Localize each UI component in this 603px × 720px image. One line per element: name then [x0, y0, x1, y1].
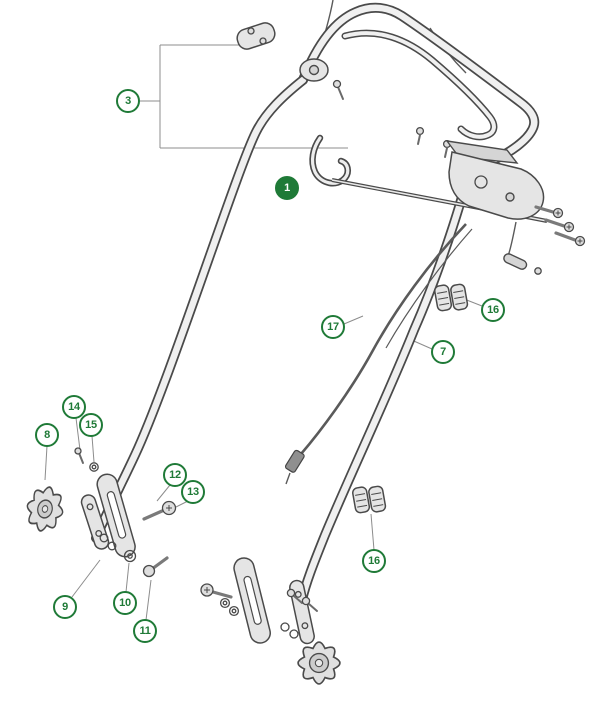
tube-end-fork-right	[289, 579, 315, 645]
cable-end-barrel	[503, 221, 542, 275]
cap-part	[236, 22, 276, 50]
callout-15[interactable]: 15	[79, 413, 103, 437]
callout-3[interactable]: 3	[116, 89, 140, 113]
callout-14[interactable]: 14	[62, 395, 86, 419]
bracket-plate-right	[233, 557, 271, 644]
callout-10[interactable]: 10	[113, 591, 137, 615]
callout-11[interactable]: 11	[133, 619, 157, 643]
callout-16[interactable]: 16	[362, 549, 386, 573]
callout-8[interactable]: 8	[35, 423, 59, 447]
callout-1[interactable]: 1	[275, 176, 299, 200]
right-tube	[297, 163, 475, 605]
callout-9[interactable]: 9	[53, 595, 77, 619]
callout-13[interactable]: 13	[181, 480, 205, 504]
bail-bar	[341, 29, 498, 141]
guard-screws	[415, 126, 452, 158]
hinge-bracket	[299, 58, 344, 100]
knob-right	[297, 641, 341, 685]
fasteners-lower-right	[200, 583, 318, 639]
leader-lines	[44, 44, 483, 621]
cable-clamp-lower	[352, 485, 387, 514]
fasteners-lower-left	[74, 447, 177, 578]
cable-clamp-upper	[434, 283, 469, 312]
left-tube	[91, 75, 308, 543]
knob-left	[21, 482, 69, 536]
callout-17[interactable]: 17	[321, 315, 345, 339]
throttle-control	[445, 140, 545, 220]
handle-top-bar	[298, 2, 540, 173]
callout-16[interactable]: 16	[481, 298, 505, 322]
control-cable	[284, 223, 473, 485]
mounting-screws-right	[534, 205, 586, 247]
callout-12[interactable]: 12	[163, 463, 187, 487]
hook-part	[309, 134, 352, 187]
callout-7[interactable]: 7	[431, 340, 455, 364]
